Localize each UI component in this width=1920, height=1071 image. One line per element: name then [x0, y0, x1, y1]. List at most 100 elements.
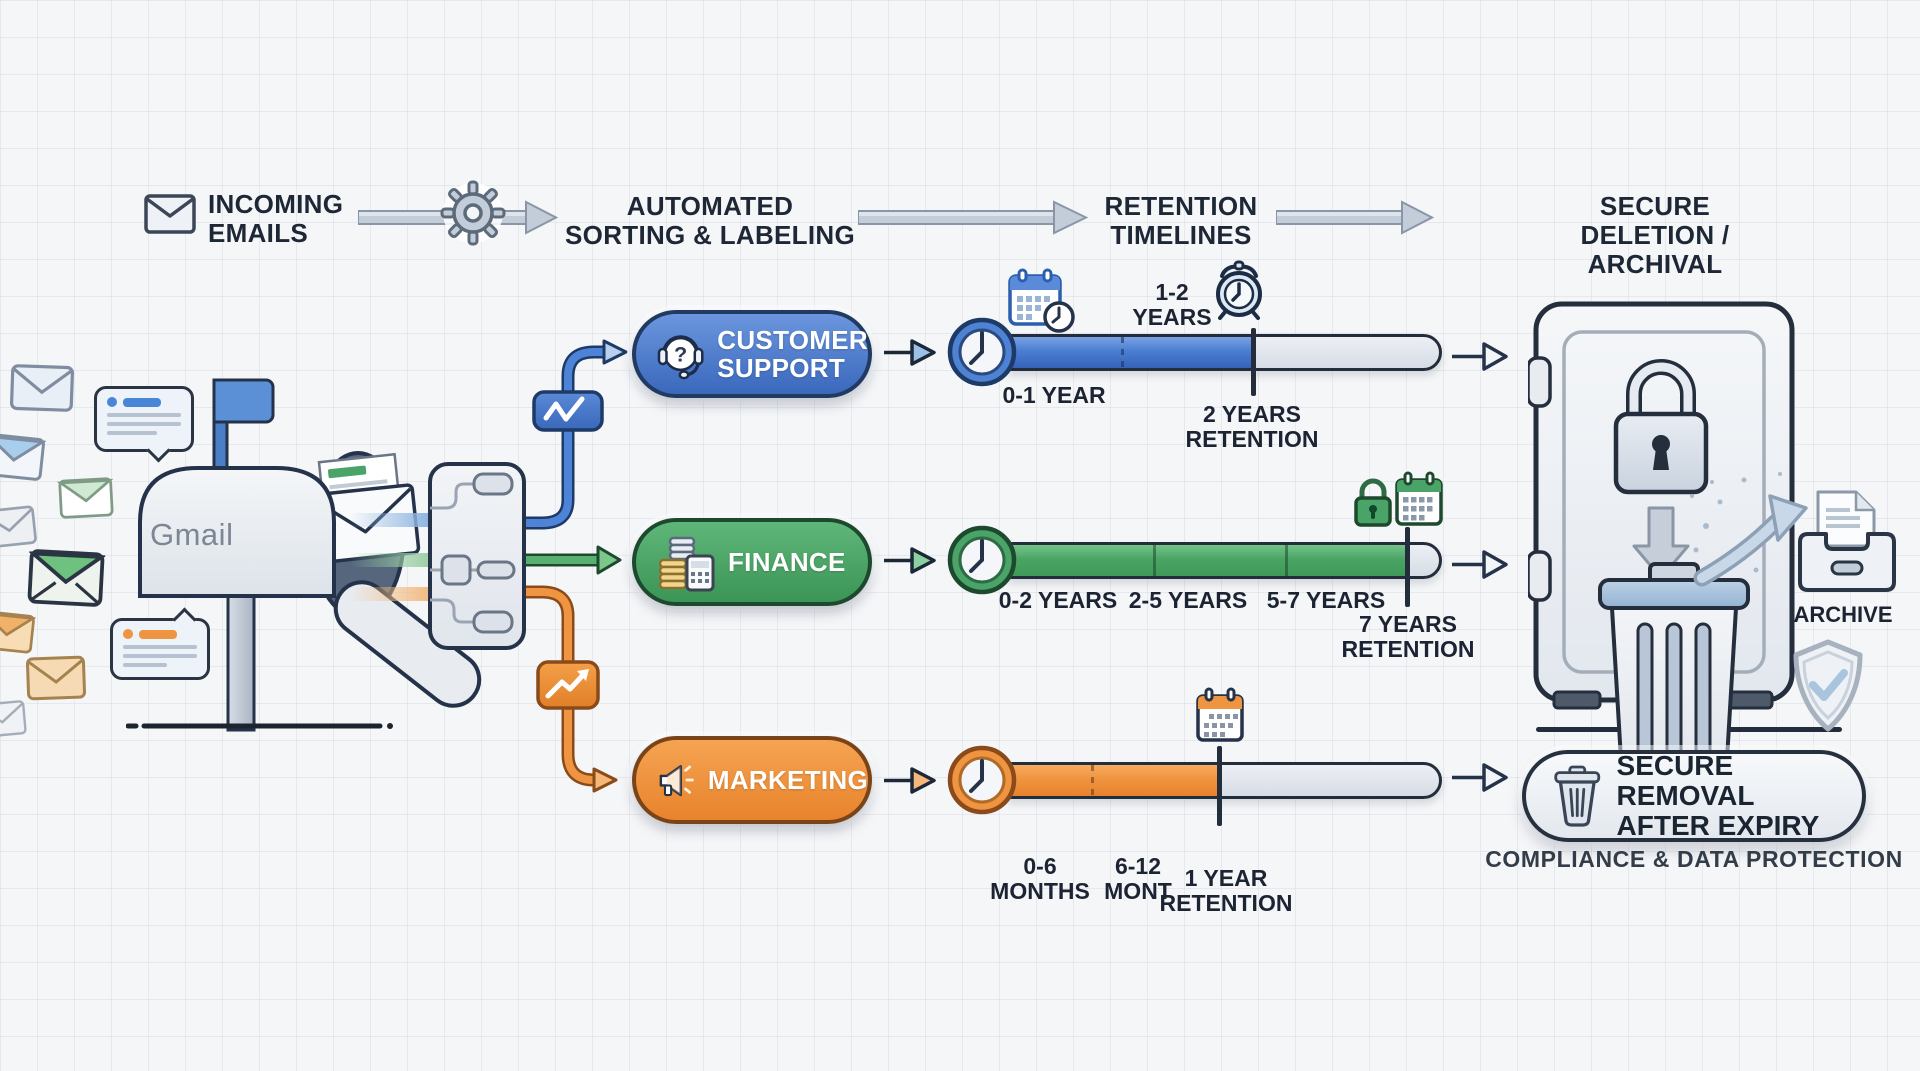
segment-divider [1285, 545, 1288, 576]
retention-label: 7 YEARS RETENTION [1341, 611, 1475, 662]
gear-icon [440, 180, 506, 246]
alarm-clock-icon [1216, 260, 1262, 320]
phase-label: 0-2 YEARS [998, 587, 1118, 613]
category-pill-finance: FINANCE [632, 518, 872, 606]
route-arrowhead-blue [602, 339, 628, 365]
clock-icon-blue [947, 317, 1017, 387]
clock-icon-orange [947, 745, 1017, 815]
category-label: MARKETING [707, 765, 868, 795]
envelope-icon [25, 655, 87, 701]
category-label: FINANCE [728, 547, 846, 577]
step-retention-timelines: RETENTION TIMELINES [1104, 191, 1258, 250]
calendar-clock-icon [1008, 268, 1075, 333]
retention-label: 2 YEARS RETENTION [1185, 401, 1319, 452]
envelope-icon [0, 505, 37, 549]
clock-icon-green [947, 525, 1017, 595]
envelope-icon [0, 433, 47, 481]
shield-check-icon [1793, 639, 1863, 732]
phase-label: 5-7 YEARS [1266, 587, 1386, 613]
archive-curved-arrow [1690, 472, 1808, 587]
step-secure-deletion: SECURE DELETION / ARCHIVAL [1580, 191, 1730, 279]
arrow-fin-to-timeline [884, 547, 936, 574]
bubble-header [123, 629, 197, 639]
active-retention-segment [1011, 765, 1222, 796]
phase-label: 1-2 YEARS [1132, 279, 1212, 330]
flow-arrow-3 [1276, 200, 1434, 235]
retention-marker-marketing [1217, 746, 1222, 826]
arrow-cs-to-archival [1452, 342, 1508, 371]
calendar-icon-green [1395, 471, 1443, 526]
headset-icon: ? [657, 335, 704, 380]
line [107, 413, 181, 417]
step-incoming-emails: INCOMING EMAILS [208, 189, 344, 248]
line [107, 431, 157, 435]
mailbox-door [333, 580, 482, 708]
arrow-fin-to-archival [1452, 550, 1508, 579]
dot [123, 629, 133, 639]
chat-bubble-blue [94, 386, 194, 463]
envelope-icon [9, 364, 75, 412]
bubble-header [107, 397, 181, 407]
envelope-icon [0, 700, 27, 738]
phase-label: 0-1 YEAR [1002, 382, 1106, 408]
compliance-caption: COMPLIANCE & DATA PROTECTION [1485, 846, 1903, 872]
mailbox-post [226, 594, 256, 732]
bar [139, 629, 177, 639]
trash-icon [1554, 765, 1601, 827]
arrow-mkt-to-removal [1452, 763, 1508, 792]
label-badge-blue [532, 390, 604, 432]
secure-removal-badge: SECURE REMOVAL AFTER EXPIRY [1522, 750, 1866, 842]
dot [107, 397, 117, 407]
envelope-icon [56, 477, 114, 519]
megaphone-icon [659, 765, 694, 797]
line [107, 422, 181, 426]
mailbox-flag [212, 378, 275, 424]
sorting-router [428, 339, 628, 793]
segment-divider [1121, 337, 1124, 368]
mailbox-body [138, 466, 336, 598]
retention-marker-cs [1251, 328, 1256, 396]
line [123, 645, 197, 649]
timeline-bar-finance [1008, 542, 1442, 579]
arrow-cs-to-timeline [884, 339, 936, 366]
retention-marker-finance [1405, 527, 1410, 607]
retention-label: 1 YEAR RETENTION [1159, 865, 1293, 916]
svg-text:?: ? [674, 341, 687, 366]
phase-label: 2-5 YEARS [1128, 587, 1248, 613]
sorter-box [428, 462, 526, 650]
archive-box-icon [1798, 490, 1896, 592]
category-pill-marketing: MARKETING [632, 736, 872, 824]
flow-arrow-2 [858, 200, 1088, 235]
timeline-bar-customer-support [1008, 334, 1442, 371]
timeline-bar-marketing [1008, 762, 1442, 799]
category-label: CUSTOMER SUPPORT [717, 325, 868, 383]
secure-removal-label: SECURE REMOVAL AFTER EXPIRY [1616, 750, 1820, 841]
phase-label: 6-12 MONT [1104, 853, 1172, 904]
envelope-icon [27, 549, 106, 607]
phase-label: 0-6 MONTHS [990, 853, 1090, 904]
lock-icon-green [1354, 478, 1392, 527]
line [123, 663, 167, 667]
vault-hinge [1528, 356, 1552, 408]
step-automated-sorting: AUTOMATED SORTING & LABELING [565, 191, 855, 250]
envelope-icon [0, 610, 37, 654]
active-retention-segment [1011, 545, 1410, 576]
arrow-mkt-to-timeline [884, 767, 936, 794]
label-badge-orange [536, 660, 600, 710]
finance-icon [658, 536, 715, 592]
feed-lines [350, 513, 430, 601]
line [123, 654, 197, 658]
bar [123, 397, 161, 407]
vault-foot [1552, 690, 1602, 710]
segment-divider [1153, 545, 1156, 576]
padlock-icon [1613, 359, 1709, 495]
active-retention-segment [1011, 337, 1256, 368]
chat-bubble-orange [110, 607, 210, 680]
vault-hinge [1528, 550, 1552, 602]
route-arrowhead-green [596, 545, 622, 575]
gmail-mailbox [126, 378, 482, 732]
archive-label: ARCHIVE [1793, 602, 1893, 627]
route-arrowhead-orange [592, 767, 618, 793]
gmail-brand: Gmail [150, 517, 234, 552]
